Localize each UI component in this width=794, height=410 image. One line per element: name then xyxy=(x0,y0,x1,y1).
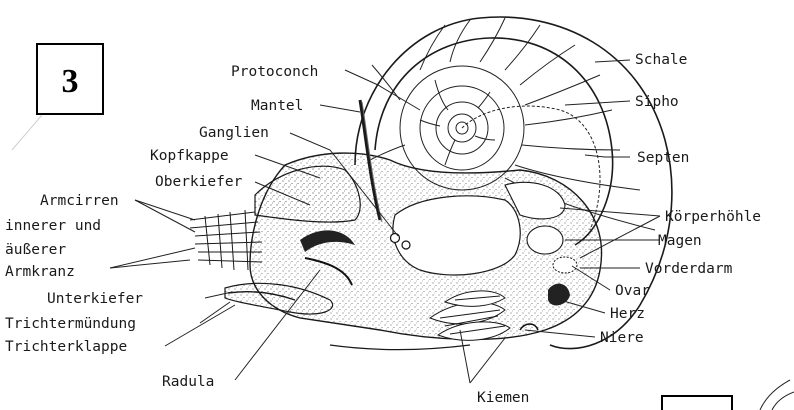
label-mantel: Mantel xyxy=(251,98,303,114)
label-ganglien: Ganglien xyxy=(199,125,269,141)
label-armkranz: Armkranz xyxy=(5,264,75,280)
label-kiemen: Kiemen xyxy=(477,390,529,406)
label-aeusserer: äußerer xyxy=(5,242,66,258)
label-trichterklappe: Trichterklappe xyxy=(5,339,127,355)
label-vorderdarm: Vorderdarm xyxy=(645,261,733,277)
label-koerperhoehle: Körperhöhle xyxy=(665,209,761,225)
label-ovar: Ovar xyxy=(615,283,650,299)
label-septen: Septen xyxy=(637,150,689,166)
label-magen: Magen xyxy=(658,233,702,249)
label-oberkiefer: Oberkiefer xyxy=(155,174,243,190)
label-armcirren: Armcirren xyxy=(40,193,119,209)
label-unterkiefer: Unterkiefer xyxy=(47,291,143,307)
label-sipho: Sipho xyxy=(635,94,679,110)
label-trichtermuendung: Trichtermündung xyxy=(5,316,136,332)
figure-number: 3 xyxy=(62,63,79,100)
label-innerer-und: innerer und xyxy=(5,218,101,234)
partial-shape xyxy=(760,380,794,410)
scratch-mark xyxy=(12,115,42,150)
label-kopfkappe: Kopfkappe xyxy=(150,148,229,164)
label-radula: Radula xyxy=(162,374,214,390)
label-protoconch: Protoconch xyxy=(231,64,318,80)
label-schale: Schale xyxy=(635,52,687,68)
label-herz: Herz xyxy=(610,306,645,322)
partial-box xyxy=(662,396,732,410)
label-niere: Niere xyxy=(600,330,644,346)
